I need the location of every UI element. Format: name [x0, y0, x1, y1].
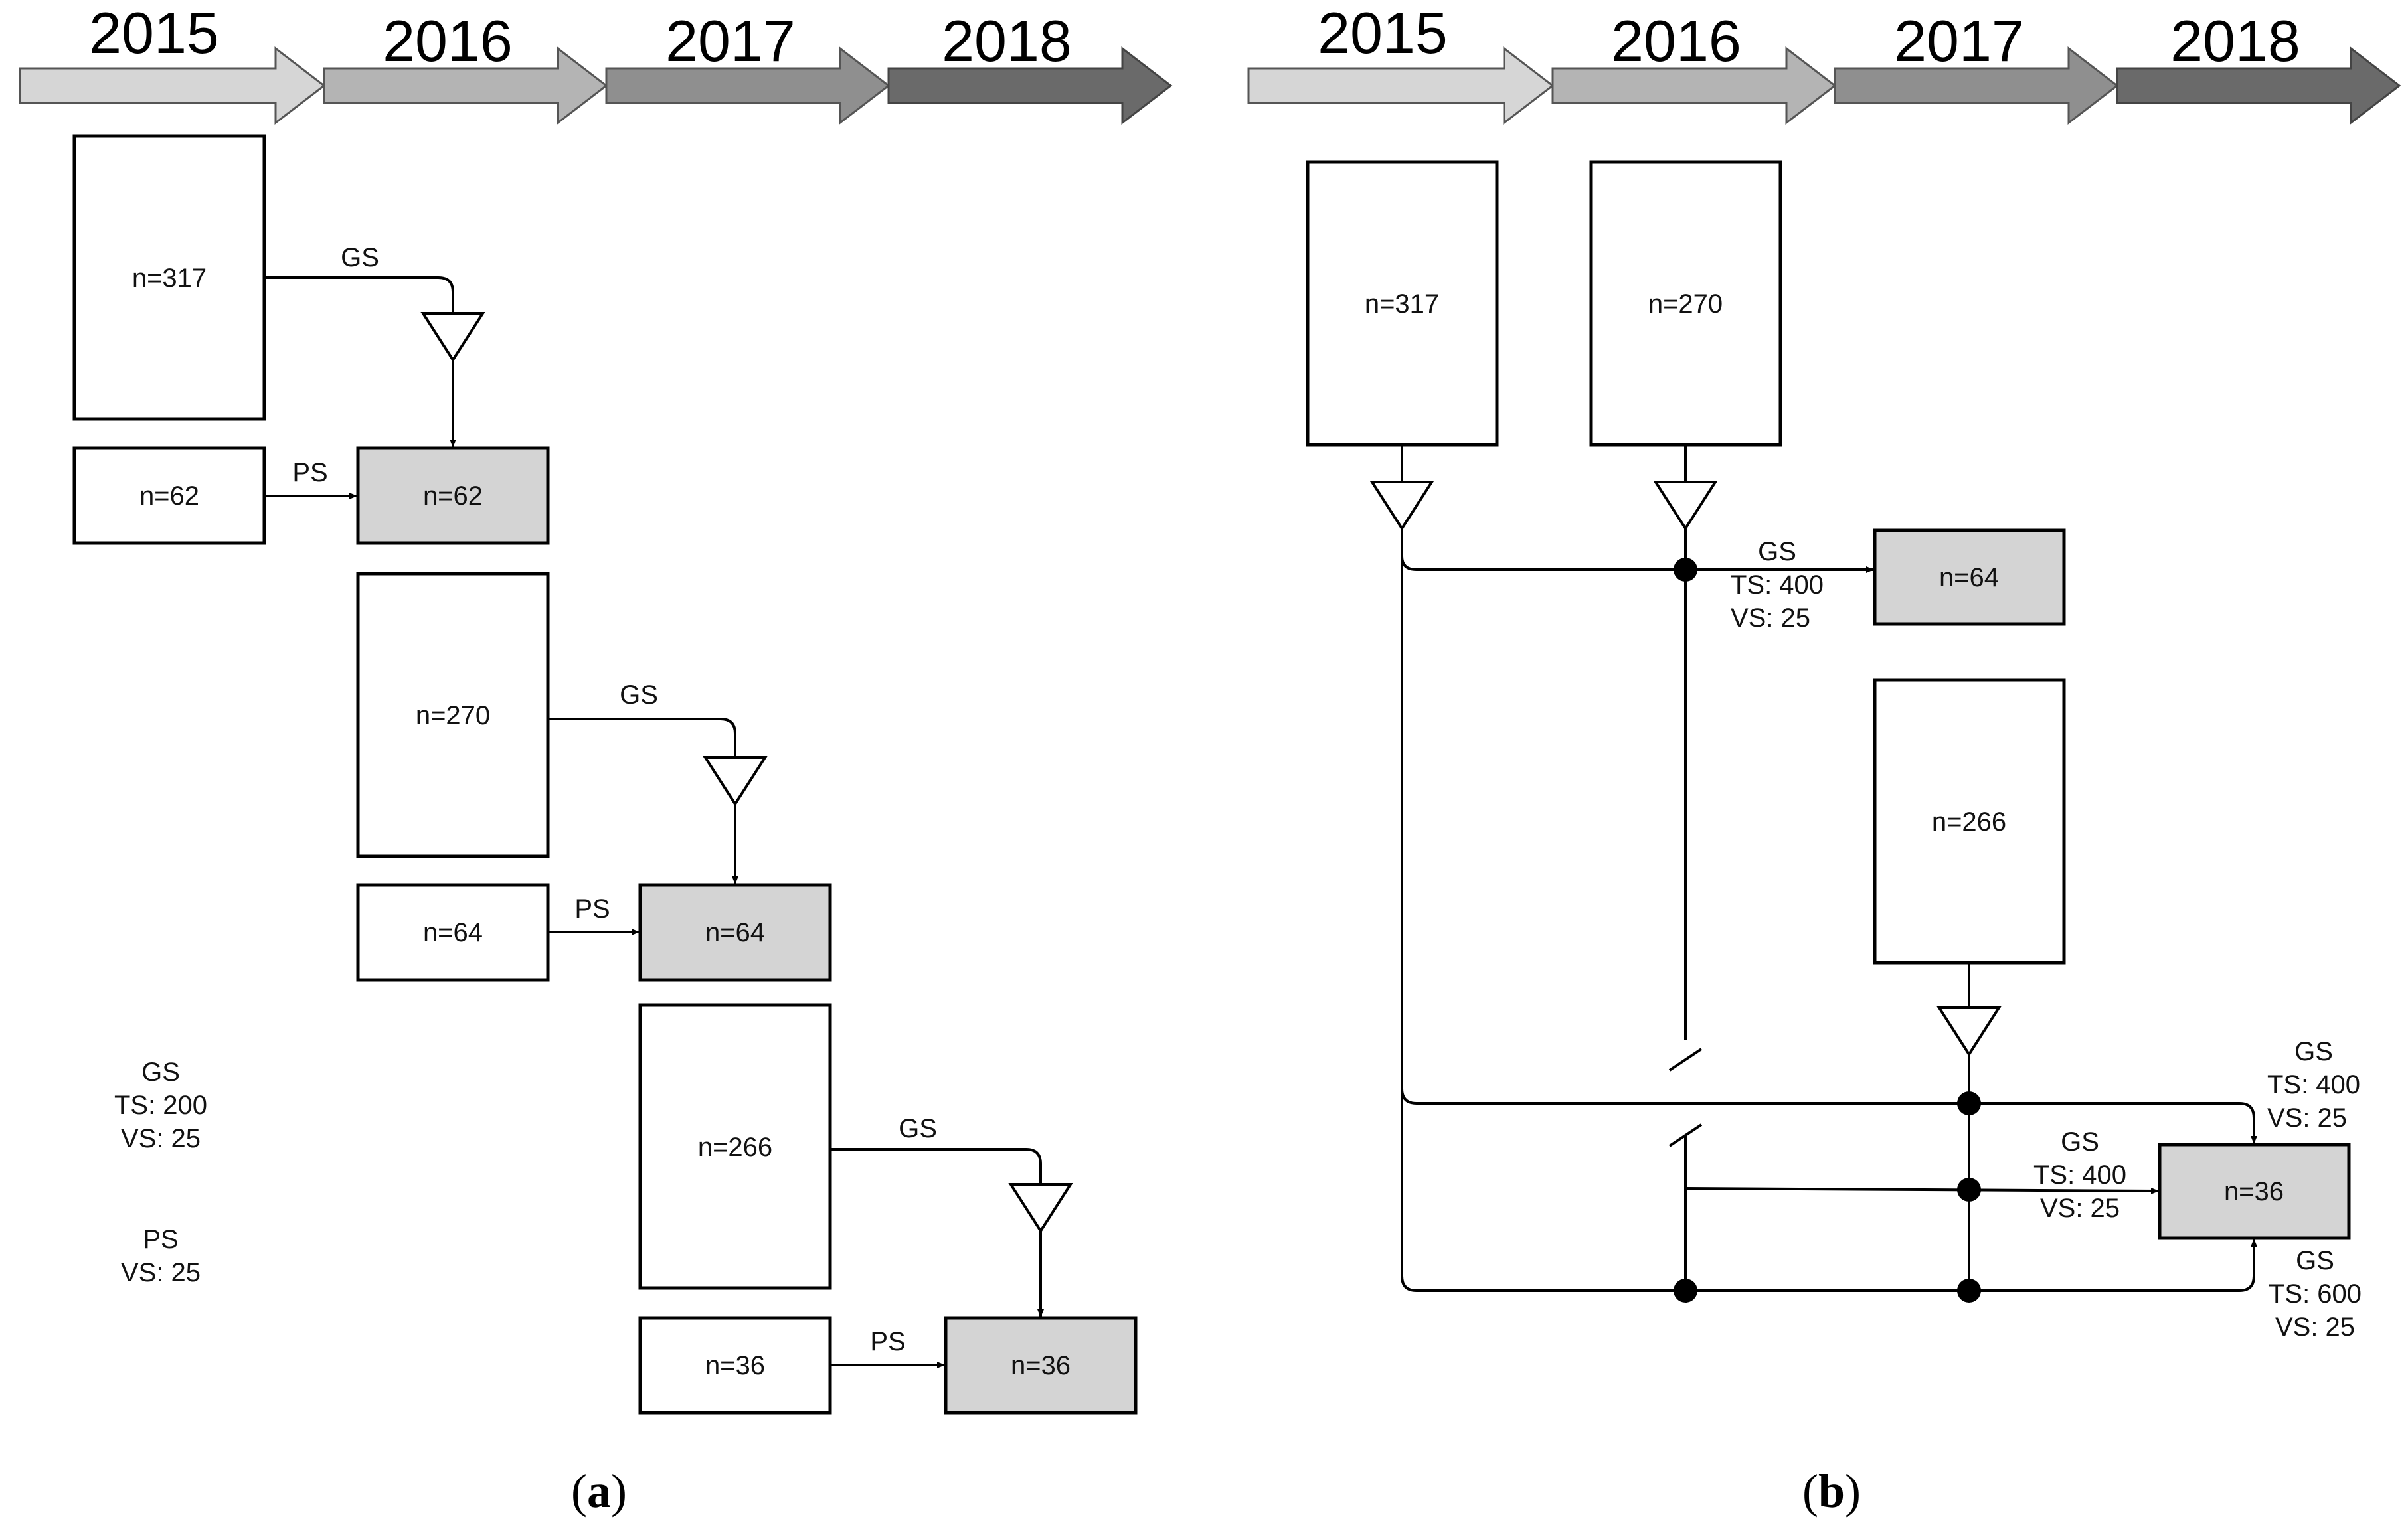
filter-a-2	[703, 756, 768, 807]
year-label-2018: 2018	[942, 8, 1072, 74]
box-a-n62-white	[72, 446, 266, 545]
edge-b-top-to-n36	[1401, 1088, 2257, 1144]
legend-a-vs: VS: 25	[121, 1124, 201, 1153]
timeline-arrow-2017	[1834, 46, 2119, 125]
junction-dot	[1957, 1091, 1981, 1115]
junction-dot	[1674, 1279, 1697, 1303]
box-b-n64-selected-label: n=64	[1939, 563, 1999, 592]
edge-label-a-gs-3: GS	[899, 1114, 937, 1143]
box-a-n36-selected-label: n=36	[1011, 1351, 1071, 1380]
legend-a: GS TS: 200 VS: 25 PS VS: 25	[114, 1058, 207, 1287]
timeline-b: 2015 2016 2017 2018	[1247, 0, 2401, 125]
edge-a-gs-3	[830, 1148, 1042, 1184]
filter-a-1	[420, 312, 485, 362]
year-label-2017: 2017	[1894, 8, 2024, 74]
box-a-n36-white	[638, 1316, 832, 1415]
edge-label-a-ps-3: PS	[870, 1327, 905, 1356]
box-b-n36-selected-label: n=36	[2224, 1177, 2284, 1206]
box-b-n36-selected	[2158, 1143, 2351, 1240]
box-a-n64-white-label: n=64	[423, 918, 483, 947]
edge-label-line: GS	[2296, 1246, 2334, 1275]
legend-a-ps: PS	[143, 1225, 178, 1254]
box-a-n266-label: n=266	[698, 1133, 772, 1162]
panel-a: 2015 2016 2017 2018 n=317 n=62 n=62 n=27…	[19, 0, 1173, 1518]
year-label-2018: 2018	[2170, 8, 2300, 74]
edge-label-line: GS	[1758, 537, 1796, 566]
edge-a-gs-2	[548, 718, 736, 758]
filter-a-3	[1008, 1183, 1073, 1234]
edge-label-b-n36-top: GS TS: 400 VS: 25	[2267, 1037, 2360, 1133]
box-a-n266	[638, 1003, 832, 1290]
edge-label-a-gs-1: GS	[341, 243, 379, 272]
timeline-arrow-2018	[887, 46, 1173, 125]
timeline-a: 2015 2016 2017 2018	[19, 0, 1173, 125]
panel-b: 2015 2016 2017 2018 n=317 n=270 n=64 n=2…	[1247, 0, 2401, 1518]
edge-label-line: VS: 25	[2040, 1194, 2120, 1223]
box-a-n270-label: n=270	[416, 701, 490, 730]
edge-label-a-gs-2: GS	[620, 680, 658, 710]
box-a-n64-selected-label: n=64	[705, 918, 765, 947]
edge-b-middle-to-n36	[1685, 1187, 2159, 1194]
year-label-2016: 2016	[383, 8, 513, 74]
edge-label-line: VS: 25	[1731, 603, 1810, 633]
year-label-2015: 2015	[1318, 0, 1448, 66]
filter-b-270	[1653, 481, 1718, 531]
edge-label-line: TS: 400	[2267, 1070, 2360, 1099]
timeline-arrow-2016	[1551, 46, 1837, 125]
box-a-n317	[72, 134, 266, 421]
box-a-n62-white-label: n=62	[139, 481, 199, 511]
year-label-2015: 2015	[89, 0, 219, 66]
timeline-arrow-2015	[1247, 46, 1555, 125]
box-a-n62-selected	[356, 446, 550, 545]
caption-a: (a)	[571, 1465, 627, 1518]
box-b-n266	[1873, 678, 2066, 965]
junction-dot	[1674, 558, 1697, 582]
year-label-2017: 2017	[665, 8, 796, 74]
junction-dot	[1957, 1279, 1981, 1303]
box-a-n317-label: n=317	[132, 264, 207, 293]
timeline-arrow-2018	[2116, 46, 2401, 125]
box-a-n64-selected	[638, 883, 832, 982]
edge-label-line: VS: 25	[2267, 1103, 2347, 1133]
edge-label-line: TS: 400	[2033, 1160, 2126, 1190]
edge-label-line: TS: 600	[2269, 1279, 2362, 1309]
box-b-n64-selected	[1873, 528, 2066, 626]
box-b-n266-label: n=266	[1932, 807, 2006, 837]
box-b-n317	[1306, 160, 1499, 447]
box-a-n36-selected	[944, 1316, 1138, 1415]
edge-label-b-n36-middle: GS TS: 400 VS: 25	[2033, 1127, 2126, 1223]
box-a-n270	[356, 572, 550, 858]
box-b-n317-label: n=317	[1365, 289, 1439, 319]
edge-label-b-n64: GS TS: 400 VS: 25	[1731, 537, 1824, 633]
caption-b: (b)	[1802, 1465, 1861, 1518]
legend-a-ts: TS: 200	[114, 1091, 207, 1120]
edge-label-line: GS	[2294, 1037, 2333, 1066]
edge-label-b-n36-bottom: GS TS: 600 VS: 25	[2269, 1246, 2362, 1342]
edge-b-bottom-to-n36	[1685, 1239, 2257, 1292]
edge-label-line: VS: 25	[2275, 1313, 2355, 1342]
box-a-n62-selected-label: n=62	[423, 481, 483, 511]
box-b-n270-label: n=270	[1648, 289, 1723, 319]
filter-b-317	[1369, 481, 1434, 531]
line-b-break-1	[1668, 1048, 1703, 1072]
edge-label-a-ps-1: PS	[292, 458, 327, 487]
junction-dot	[1957, 1178, 1981, 1202]
box-a-n36-white-label: n=36	[705, 1351, 765, 1380]
edge-b-to-n64	[1401, 556, 1874, 573]
timeline-arrow-2015	[19, 46, 326, 125]
legend-a-gs: GS	[141, 1058, 180, 1087]
filter-b-266	[1936, 1006, 2002, 1057]
legend-a-ps-vs: VS: 25	[121, 1258, 201, 1287]
year-label-2016: 2016	[1611, 8, 1741, 74]
line-b-vertical-317	[1401, 528, 1685, 1292]
edge-label-line: TS: 400	[1731, 570, 1824, 600]
edge-label-a-ps-2: PS	[574, 894, 610, 923]
timeline-arrow-2017	[605, 46, 891, 125]
edge-label-line: GS	[2061, 1127, 2099, 1157]
edge-a-gs-1	[264, 276, 454, 313]
timeline-arrow-2016	[323, 46, 608, 125]
